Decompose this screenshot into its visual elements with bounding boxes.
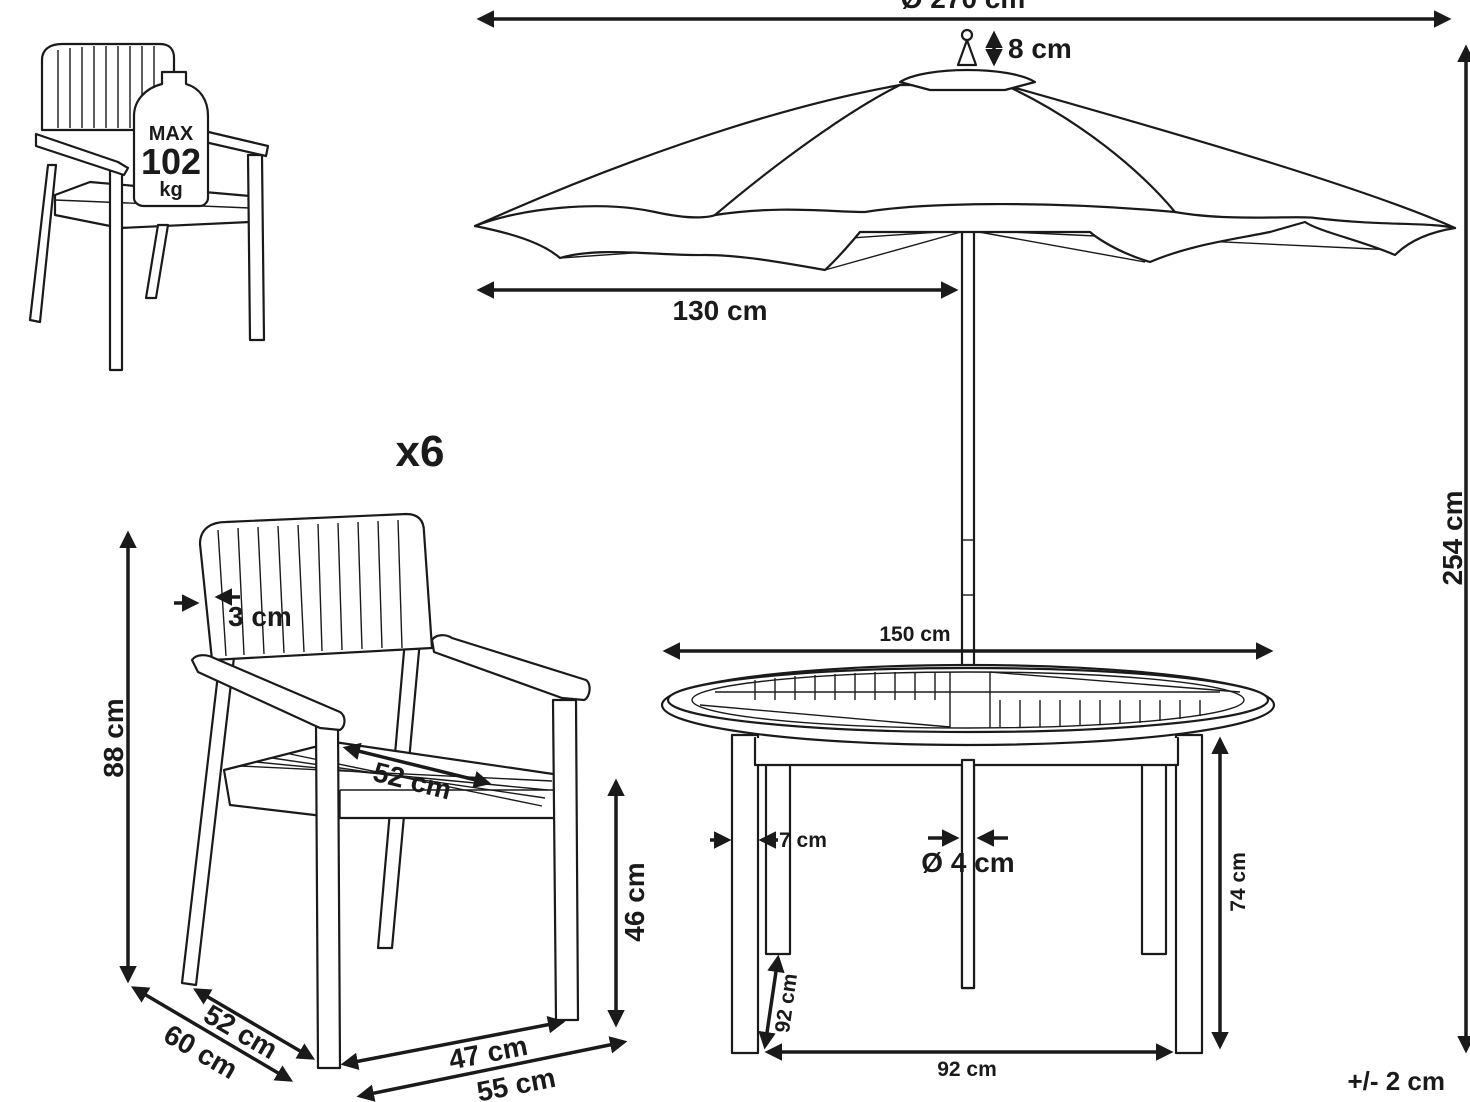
chair-count-label: x6 [396,427,445,476]
chair-illustration [180,512,591,1070]
weight-value-label: 102 [141,141,201,182]
tolerance-label: +/- 2 cm [1347,1066,1445,1096]
table-illustration [660,663,1276,1055]
table-height-label: 74 cm [1227,852,1250,912]
pole-diameter-label: Ø 4 cm [921,847,1014,878]
chair-height-label: 88 cm [98,698,129,777]
seat-height-label: 46 cm [619,862,650,941]
umbrella-radius-label: 130 cm [673,295,768,326]
weight-max-label: MAX [149,123,194,145]
leg-width-label: 7 cm [779,829,827,852]
umbrella-height-label: 254 cm [1437,491,1468,586]
leg-span-label: 92 cm [937,1058,997,1081]
umbrella-diameter-label: Ø 270 cm [901,0,1026,14]
table-diameter-label: 150 cm [879,623,950,646]
umbrella-dimensions: Ø 270 cm 8 cm 130 cm 254 cm [476,0,1470,1054]
backrest-thickness-label: 3 cm [228,601,292,632]
finial-height-label: 8 cm [1008,33,1072,64]
umbrella-illustration [473,28,1457,990]
chair-weight-illustration: MAX 102 kg [28,42,270,372]
weight-unit-label: kg [159,179,182,201]
table-dimensions: 150 cm 7 cm Ø 4 cm 74 cm 92 cm 92 cm +/-… [662,623,1445,1096]
